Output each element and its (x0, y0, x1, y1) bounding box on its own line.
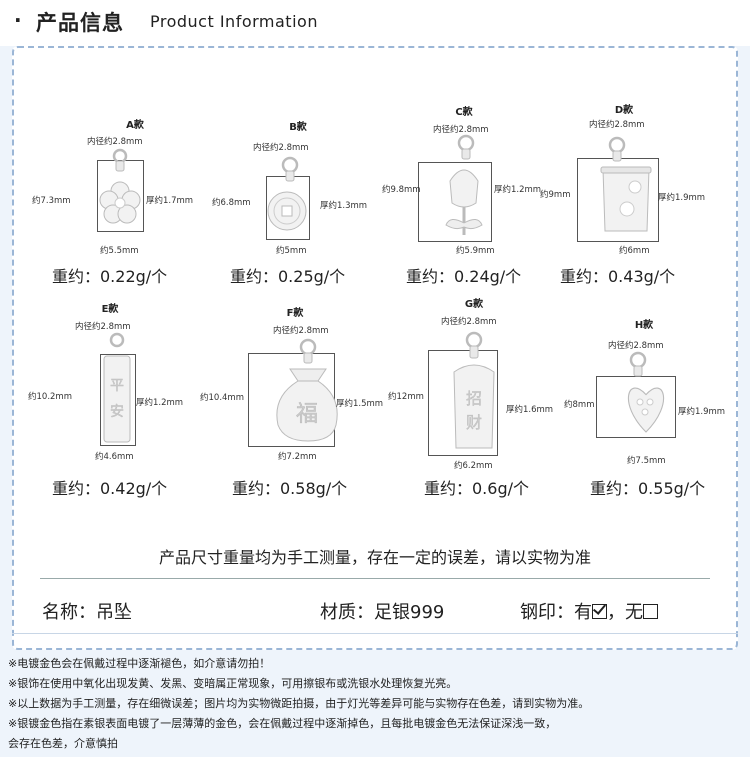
svg-text:财: 财 (466, 413, 482, 432)
stamp-no-label: 无 (625, 602, 643, 623)
width-dimension: 约4.6mm (95, 452, 134, 462)
thickness-dimension: 厚约1.6mm (506, 405, 554, 415)
weight-value: 重约：0.55g/个 (590, 479, 706, 498)
inner-diameter: 内径约2.8mm (441, 317, 497, 327)
pendant-item-b: B款 内径约2.8mm 约6.8mm 厚约1.3mm 约5mm 重约：0.25g… (208, 108, 388, 298)
width-dimension: 约6mm (619, 246, 650, 256)
product-card (12, 46, 738, 650)
pendant-item-f: F款 内径约2.8mm 福 约10.4mm 厚约1.5mm 约7.2mm 重约：… (200, 290, 388, 498)
spec-material-label: 材质： (320, 602, 374, 623)
width-dimension: 约6.2mm (454, 461, 493, 471)
header-bullet: · (14, 8, 22, 32)
bucket-pendant-image (600, 136, 652, 232)
pendant-item-d: D款 内径约2.8mm 约9mm 厚约1.9mm 约6mm 重约：0.43g/个 (540, 95, 732, 286)
pendant-item-h: H款 内径约2.8mm 约8mm 厚约1.9mm 约7.5mm 重约：0.55g… (560, 290, 740, 498)
lucky-bag-pendant-image: 福 (276, 338, 338, 442)
weight-value: 重约：0.22g/个 (52, 267, 168, 286)
inner-diameter: 内径约2.8mm (433, 125, 489, 135)
width-dimension: 约5.5mm (100, 246, 139, 256)
divider (12, 633, 738, 634)
note-item: ※银镀金色指在素银表面电镀了一层薄薄的金色，会在佩戴过程中逐渐掉色，且每批电镀金… (8, 717, 557, 730)
spec-name: 名称：吊坠 (42, 598, 132, 624)
weight-value: 重约：0.25g/个 (230, 267, 346, 286)
spec-stamp: 钢印：有，无 (520, 598, 658, 624)
width-dimension: 约5mm (276, 246, 307, 256)
inner-diameter: 内径约2.8mm (75, 322, 131, 332)
weight-value: 重约：0.6g/个 (424, 479, 529, 498)
pendant-item-e: E款 内径约2.8mm 平 安 约10.2mm 厚约1.2mm 约4.6mm 重… (28, 290, 230, 498)
height-dimension: 约10.2mm (28, 392, 72, 402)
header-title-en: Product Information (150, 12, 318, 31)
note-item: ※银饰在使用中氧化出现发黄、发黑、变暗属正常现象，可用擦银布或洗银水处理恢复光亮… (8, 677, 458, 690)
zhao-cai-pendant-image: 招 财 (453, 331, 495, 449)
spec-name-label: 名称： (42, 602, 96, 623)
height-dimension: 约9.8mm (382, 185, 421, 195)
header-title-cn: 产品信息 (36, 11, 124, 35)
height-dimension: 约12mm (388, 392, 424, 402)
thickness-dimension: 厚约1.5mm (336, 399, 384, 409)
pendant-label: A款 (126, 120, 144, 131)
measurement-disclaimer: 产品尺寸重量均为手工测量，存在一定的误差，请以实物为准 (158, 548, 591, 567)
notes-list: ※电镀金色会在佩戴过程中逐渐褪色，如介意请勿拍！ ※银饰在使用中氧化出现发黄、发… (8, 654, 743, 754)
weight-value: 重约：0.42g/个 (52, 479, 168, 498)
height-dimension: 约7.3mm (32, 196, 71, 206)
spec-material-value: 足银999 (374, 602, 445, 623)
tulip-pendant-image (445, 134, 483, 235)
svg-text:平: 平 (110, 378, 124, 394)
spec-stamp-label: 钢印： (520, 602, 574, 623)
pendant-label: F款 (286, 308, 304, 319)
pendant-item-g: G款 内径约2.8mm 招 财 约12mm 厚约1.6mm 约6.2mm 重约：… (388, 290, 568, 498)
stamp-yes-checkbox (592, 604, 607, 619)
height-dimension: 约10.4mm (200, 393, 244, 403)
stamp-yes-label: 有 (574, 602, 592, 623)
svg-text:福: 福 (296, 402, 318, 427)
weight-value: 重约：0.58g/个 (232, 479, 348, 498)
width-dimension: 约7.5mm (627, 456, 666, 466)
dimension-box (418, 162, 492, 242)
header: · 产品信息 Product Information (0, 0, 750, 46)
spec-name-value: 吊坠 (96, 602, 132, 623)
flower-pendant-image (99, 148, 141, 224)
ping-an-tag-pendant-image: 平 安 (103, 332, 131, 443)
dimension-box (428, 350, 498, 456)
note-item: ※以上数据为手工测量，存在细微误差；图片均为实物微距拍摄，由于灯光等差异可能与实… (8, 697, 590, 710)
thickness-dimension: 厚约1.9mm (658, 193, 706, 203)
inner-diameter: 内径约2.8mm (608, 341, 664, 351)
thickness-dimension: 厚约1.2mm (136, 398, 184, 408)
coin-pendant-image (267, 156, 307, 231)
dimension-box (100, 354, 136, 446)
svg-text:安: 安 (110, 404, 124, 420)
divider (40, 578, 710, 579)
stamp-no-checkbox (643, 604, 658, 619)
height-dimension: 约8mm (564, 400, 595, 410)
note-item: ※电镀金色会在佩戴过程中逐渐褪色，如介意请勿拍！ (8, 657, 271, 670)
width-dimension: 约5.9mm (456, 246, 495, 256)
pendant-label: B款 (289, 122, 307, 133)
pendant-label: H款 (634, 320, 654, 331)
pendant-item-a: A款 内径约2.8mm 约7.3mm 厚约1.7mm 约5.5mm 重约：0.2… (32, 108, 230, 298)
inner-diameter: 内径约2.8mm (589, 120, 645, 130)
heart-pendant-image (628, 351, 664, 433)
pendant-label: E款 (101, 304, 119, 315)
width-dimension: 约7.2mm (278, 452, 317, 462)
height-dimension: 约9mm (540, 190, 571, 200)
thickness-dimension: 厚约1.3mm (320, 201, 368, 211)
height-dimension: 约6.8mm (212, 198, 251, 208)
weight-value: 重约：0.24g/个 (406, 267, 522, 286)
pendant-label: C款 (455, 107, 473, 118)
thickness-dimension: 厚约1.7mm (146, 196, 194, 206)
spec-material: 材质：足银999 (320, 598, 444, 624)
pendant-label: G款 (464, 299, 484, 310)
thickness-dimension: 厚约1.2mm (494, 185, 542, 195)
inner-diameter: 内径约2.8mm (87, 137, 143, 147)
svg-text:招: 招 (466, 389, 482, 408)
inner-diameter: 内径约2.8mm (273, 326, 329, 336)
note-item: 会存在色差，介意慎拍 (8, 737, 118, 750)
pendant-item-c: C款 内径约2.8mm 约9.8mm 厚约1.2mm 约5.9mm 重约：0.2… (380, 95, 560, 286)
inner-diameter: 内径约2.8mm (253, 143, 309, 153)
weight-value: 重约：0.43g/个 (560, 267, 676, 286)
thickness-dimension: 厚约1.9mm (678, 407, 726, 417)
pendant-label: D款 (614, 105, 634, 116)
